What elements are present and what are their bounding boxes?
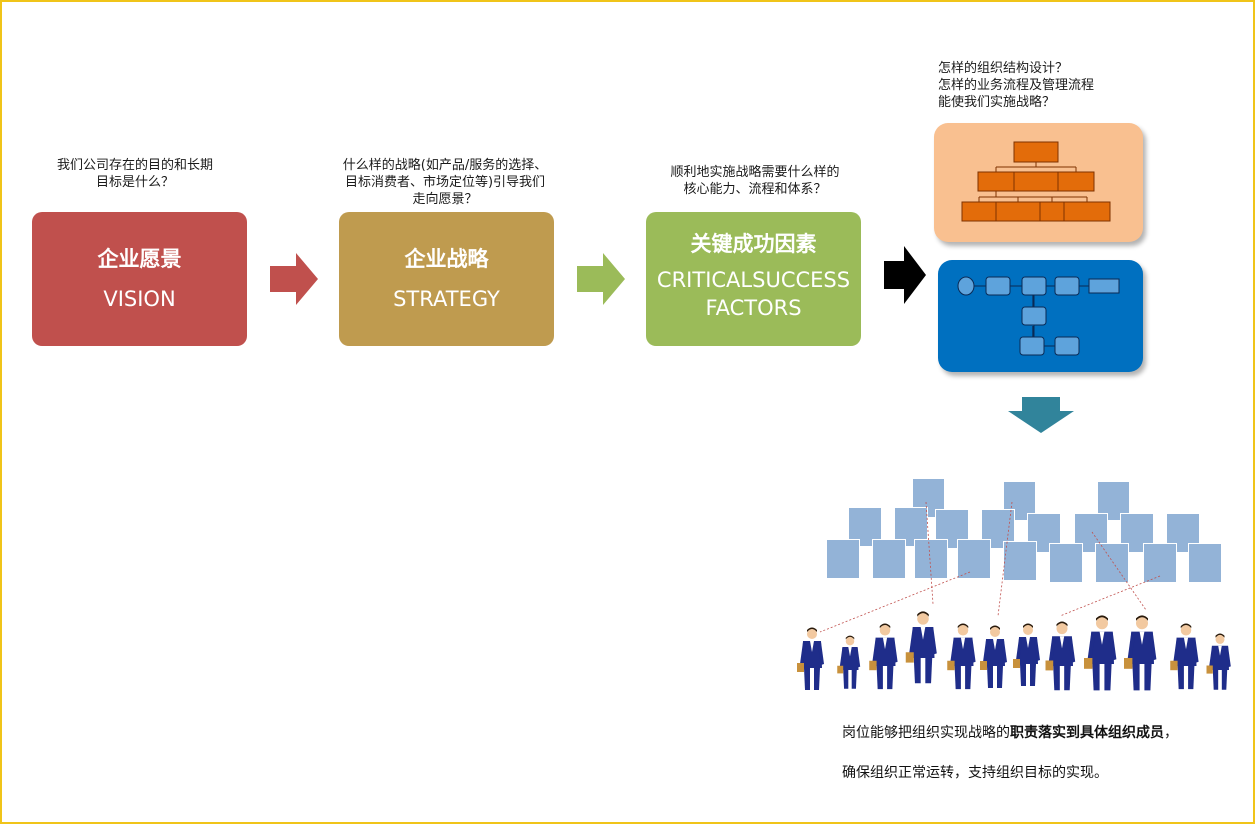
person-figure	[1124, 615, 1157, 691]
person-figure	[1084, 615, 1117, 691]
job-tile	[914, 539, 948, 579]
person-figure	[980, 625, 1007, 688]
job-tile	[957, 539, 991, 579]
vision-question-line2: 目标是什么？	[95, 175, 174, 190]
job-tile	[1003, 541, 1037, 581]
csf-subtitle-line1: CRITICALSUCCESS	[656, 268, 851, 292]
person-figure	[797, 627, 824, 690]
vision-box: 企业愿景 VISION	[32, 212, 247, 346]
vision-subtitle: VISION	[103, 287, 176, 311]
person-figure	[905, 611, 937, 684]
strategy-question-line2: 目标消费者、市场定位等)引导我们	[344, 175, 546, 190]
person-figure	[837, 635, 861, 689]
right-arrow-icon	[577, 253, 625, 305]
people-icon	[797, 501, 1231, 691]
job-tile	[872, 539, 906, 579]
job-tile	[1188, 543, 1222, 583]
job-tile	[1095, 543, 1129, 583]
footer-line1-highlight: 职责落实到具体组织成员	[1010, 725, 1164, 741]
org-question-line3: 能使我们实施战略？	[938, 95, 1056, 110]
csf-question-line2: 核心能力、流程和体系？	[683, 182, 827, 197]
person-figure	[947, 623, 976, 690]
footer-line1: 岗位能够把组织实现战略的职责落实到具体组织成员，	[842, 722, 1178, 762]
csf-title: 关键成功因素	[690, 232, 817, 256]
org-question: 怎样的组织结构设计？ 怎样的业务流程及管理流程 能使我们实施战略？	[938, 60, 1158, 111]
org-question-line1: 怎样的组织结构设计？	[938, 61, 1069, 76]
org-chart-icon	[961, 141, 1111, 222]
footer-line1-punct: ，	[1164, 725, 1178, 741]
strategy-subtitle: STRATEGY	[393, 287, 500, 311]
footer-line1-part1: 岗位能够把组织实现战略的	[842, 725, 1010, 741]
strategy-question-line3: 走向愿景？	[412, 192, 478, 207]
csf-box: 关键成功因素 CRITICALSUCCESS FACTORS	[646, 212, 861, 346]
vision-title: 企业愿景	[97, 247, 182, 271]
strategy-box: 企业战略 STRATEGY	[339, 212, 554, 346]
person-figure	[1045, 621, 1076, 691]
strategy-question-line1: 什么样的战略(如产品/服务的选择、	[342, 158, 548, 173]
csf-question-line1: 顺利地实施战略需要什么样的	[670, 165, 840, 180]
job-tile	[1049, 543, 1083, 583]
job-tile	[826, 539, 860, 579]
process-flow-panel	[938, 260, 1143, 372]
person-figure	[1206, 633, 1231, 690]
org-structure-panel	[934, 123, 1143, 242]
right-arrow-icon	[884, 246, 926, 304]
person-figure	[1013, 623, 1040, 686]
strategy-question: 什么样的战略(如产品/服务的选择、 目标消费者、市场定位等)引导我们 走向愿景？	[320, 157, 570, 208]
org-question-line2: 怎样的业务流程及管理流程	[938, 78, 1095, 93]
footer-text: 岗位能够把组织实现战略的职责落实到具体组织成员， 确保组织正常运转，支持组织目标…	[842, 722, 1178, 802]
person-figure	[1170, 623, 1199, 690]
process-flow-icon	[957, 276, 1120, 356]
vision-question-line1: 我们公司存在的目的和长期	[56, 158, 213, 173]
strategy-title: 企业战略	[404, 247, 489, 271]
csf-question: 顺利地实施战略需要什么样的 核心能力、流程和体系？	[650, 164, 860, 198]
down-arrow-icon	[1008, 397, 1074, 433]
person-figure	[869, 623, 898, 690]
right-arrow-icon	[270, 253, 318, 305]
csf-subtitle-line2: FACTORS	[705, 296, 802, 320]
vision-question: 我们公司存在的目的和长期 目标是什么？	[30, 157, 240, 191]
footer-line2: 确保组织正常运转，支持组织目标的实现。	[842, 765, 1108, 781]
